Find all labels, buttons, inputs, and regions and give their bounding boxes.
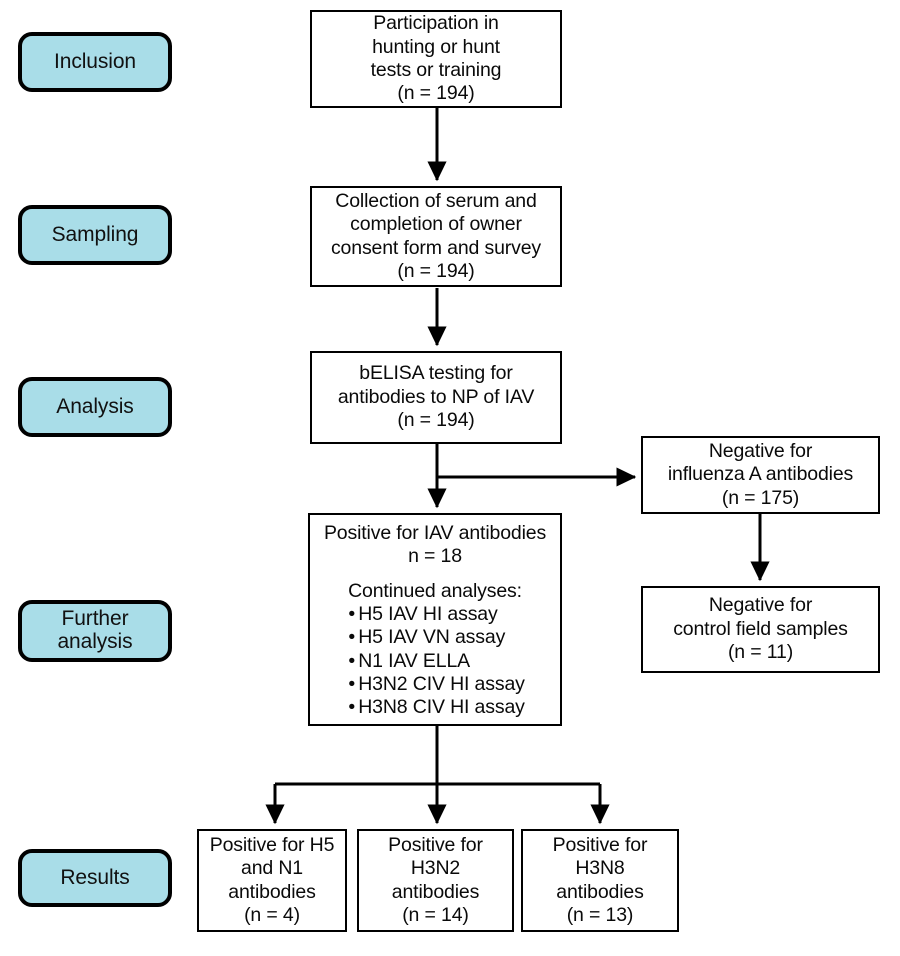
bullet-icon: • — [348, 626, 356, 649]
stage-label-sampling: Sampling — [51, 222, 139, 246]
assay-label: H5 IAV HI assay — [358, 603, 498, 626]
node-positive-iav-subheading: Continued analyses: — [348, 579, 522, 602]
bullet-icon: • — [348, 672, 356, 695]
node-participation: Participation in hunting or hunt tests o… — [310, 10, 562, 108]
node-participation-line1: Participation in — [373, 12, 499, 35]
node-negative-control-field-count: (n = 11) — [727, 641, 794, 664]
node-positive-iav: Positive for IAV antibodies n = 18 Conti… — [308, 513, 562, 726]
list-item: •H5 IAV HI assay — [345, 603, 525, 626]
node-participation-count: (n = 194) — [397, 82, 475, 105]
node-belisa-count: (n = 194) — [397, 409, 475, 432]
assay-label: H3N2 CIV HI assay — [358, 672, 525, 695]
stage-label-inclusion: Inclusion — [54, 49, 136, 73]
stage-label-results: Results — [60, 865, 130, 889]
node-result-h5-n1-line2: and N1 — [241, 857, 303, 880]
node-result-h5-n1-count: (n = 4) — [244, 903, 300, 926]
stage-pill-analysis: Analysis — [18, 377, 172, 437]
list-item: •H3N2 CIV HI assay — [345, 673, 525, 696]
bullet-icon: • — [348, 649, 356, 672]
continued-analyses-list: •H5 IAV HI assay •H5 IAV VN assay •N1 IA… — [345, 603, 525, 719]
stage-pill-inclusion: Inclusion — [18, 32, 172, 92]
node-positive-iav-count: n = 18 — [408, 545, 462, 568]
node-result-h3n2-line2: H3N2 — [410, 857, 461, 880]
node-negative-influenza-a-line1: Negative for — [708, 439, 813, 462]
node-positive-iav-heading: Positive for IAV antibodies — [323, 522, 547, 544]
node-result-h3n8-line1: Positive for — [552, 833, 648, 856]
node-result-h3n8-line2: H3N8 — [575, 857, 625, 880]
stage-pill-further-analysis: Further analysis — [18, 600, 172, 662]
bullet-icon: • — [348, 603, 356, 626]
node-collection-line2: completion of owner — [350, 213, 522, 236]
list-item: •H5 IAV VN assay — [345, 626, 525, 649]
node-result-h3n2-count: (n = 14) — [402, 903, 469, 926]
node-belisa-line2: antibodies to NP of IAV — [337, 385, 535, 408]
node-result-h5-n1: Positive for H5 and N1 antibodies (n = 4… — [197, 829, 347, 932]
node-participation-line3: tests or training — [370, 59, 502, 81]
node-result-h3n2-line3: antibodies — [391, 880, 480, 903]
stage-label-further-analysis-line2: analysis — [57, 630, 133, 653]
node-result-h3n8: Positive for H3N8 antibodies (n = 13) — [521, 829, 679, 932]
node-negative-control-field-line2: control field samples — [673, 617, 848, 640]
node-collection-count: (n = 194) — [397, 259, 475, 282]
node-collection-line3: consent form and survey — [330, 236, 542, 259]
node-result-h3n2: Positive for H3N2 antibodies (n = 14) — [357, 829, 514, 932]
node-negative-control-field: Negative for control field samples (n = … — [641, 586, 880, 673]
node-negative-influenza-a-line2: influenza A antibodies — [667, 463, 854, 486]
node-collection: Collection of serum and completion of ow… — [310, 186, 562, 287]
assay-label: H3N8 CIV HI assay — [358, 695, 525, 718]
stage-pill-results: Results — [18, 849, 172, 907]
node-result-h3n8-line3: antibodies — [556, 880, 644, 903]
node-negative-influenza-a-count: (n = 175) — [721, 486, 800, 509]
assay-label: H5 IAV VN assay — [358, 626, 506, 649]
stage-label-analysis: Analysis — [56, 394, 134, 418]
node-collection-line1: Collection of serum and — [335, 189, 537, 212]
node-negative-control-field-line1: Negative for — [708, 594, 813, 617]
node-result-h5-n1-line3: antibodies — [228, 880, 316, 903]
stage-label-further-analysis-line1: Further — [61, 607, 129, 631]
stage-pill-sampling: Sampling — [18, 205, 172, 265]
list-item: •N1 IAV ELLA — [345, 650, 525, 673]
node-participation-line2: hunting or hunt — [372, 35, 500, 58]
node-result-h3n8-count: (n = 13) — [566, 903, 634, 926]
list-item: •H3N8 CIV HI assay — [345, 696, 525, 719]
assay-label: N1 IAV ELLA — [358, 649, 471, 672]
node-result-h3n2-line1: Positive for — [388, 833, 483, 856]
node-belisa-line1: bELISA testing for — [359, 362, 513, 385]
node-belisa: bELISA testing for antibodies to NP of I… — [310, 351, 562, 444]
node-result-h5-n1-line1: Positive for H5 — [209, 833, 335, 856]
edge-positive-to-results — [265, 726, 610, 825]
node-negative-influenza-a: Negative for influenza A antibodies (n =… — [641, 436, 880, 514]
bullet-icon: • — [348, 695, 356, 718]
